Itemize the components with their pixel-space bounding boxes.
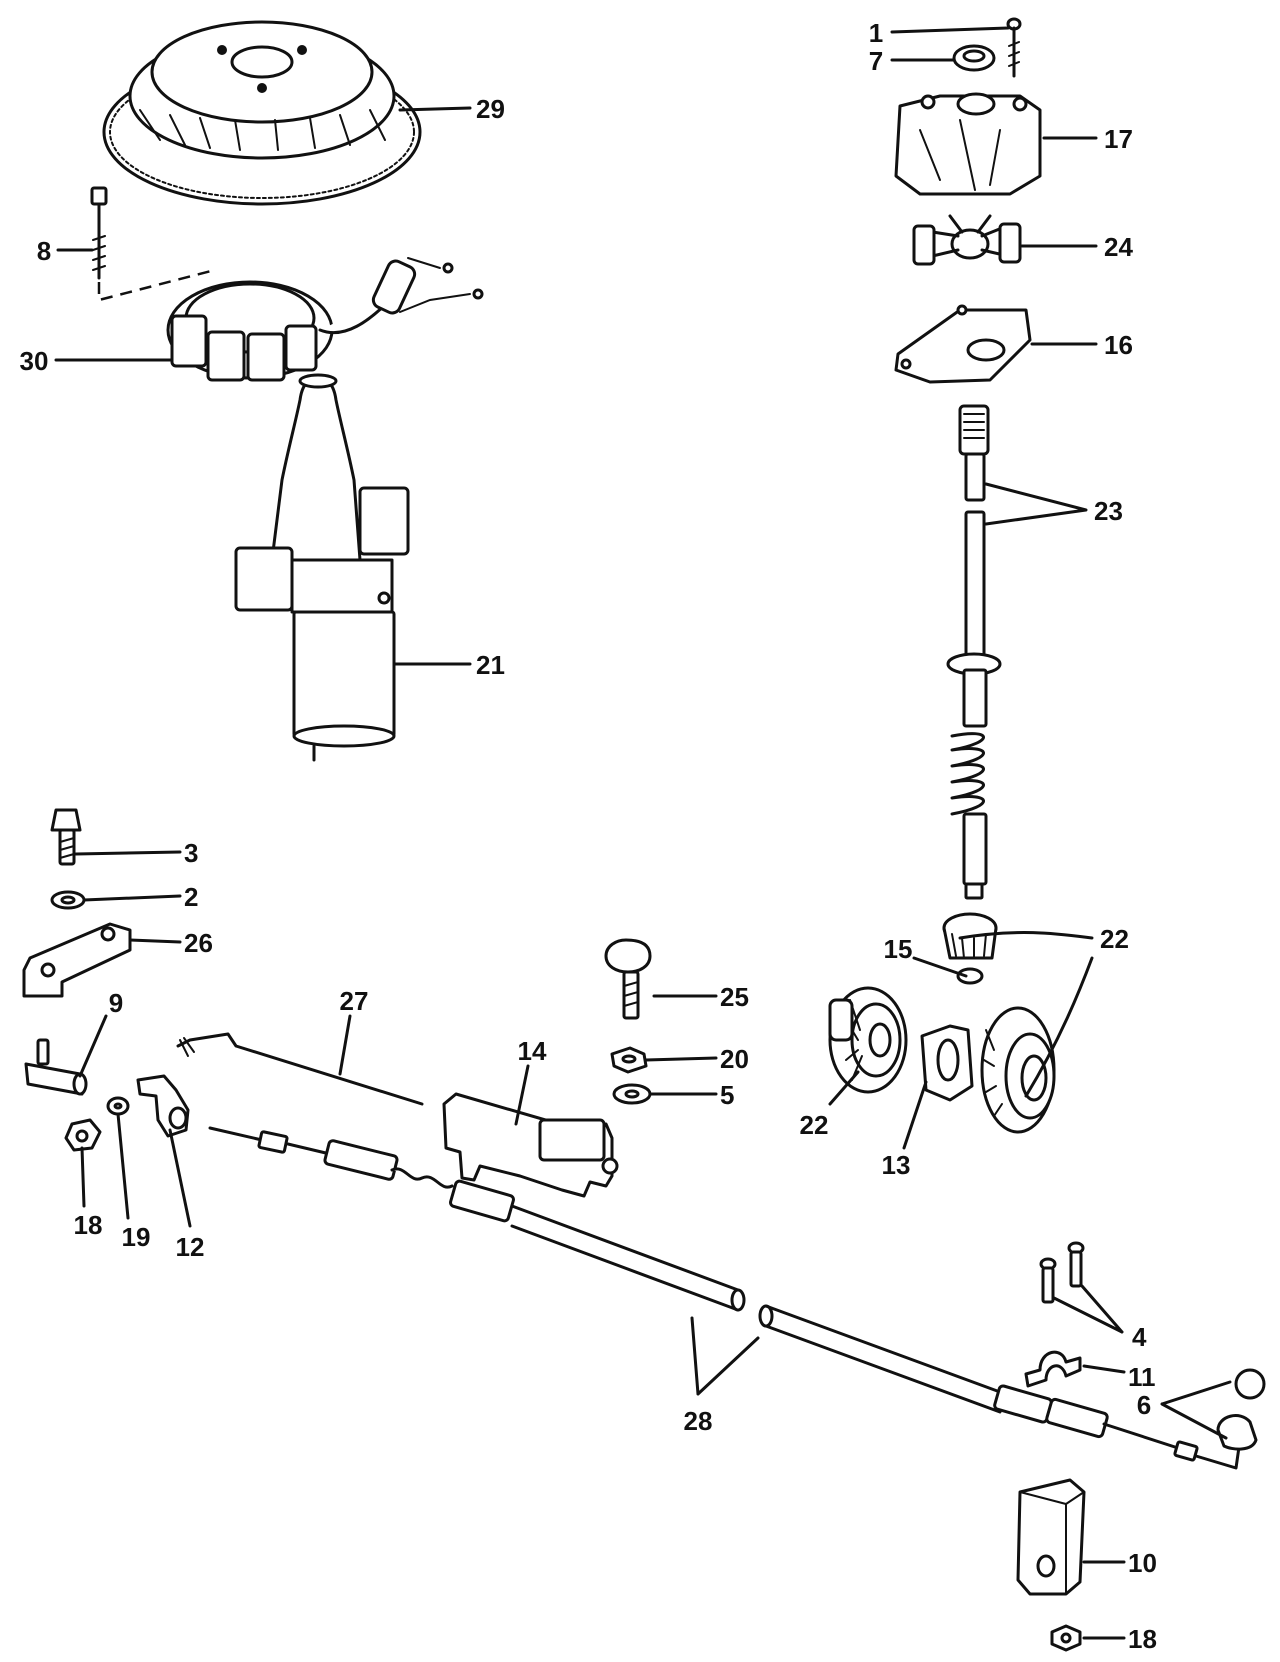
callout-5: 5 bbox=[720, 1080, 734, 1110]
screw-1-part bbox=[1006, 17, 1022, 78]
callout-3: 3 bbox=[184, 838, 198, 868]
impeller-part bbox=[912, 214, 1022, 266]
callout-12: 12 bbox=[176, 1232, 205, 1262]
washer-19-part bbox=[106, 1096, 130, 1116]
ball-end-6-part bbox=[1216, 1368, 1266, 1451]
leader-lines bbox=[54, 26, 1232, 1640]
callout-20: 20 bbox=[720, 1044, 749, 1074]
clamp-11-part bbox=[1024, 1350, 1082, 1388]
bracket-10-part bbox=[1016, 1478, 1086, 1596]
callout-18-left: 18 bbox=[74, 1210, 103, 1240]
callout-11: 11 bbox=[1128, 1362, 1156, 1392]
callout-22-bottom: 22 bbox=[800, 1110, 829, 1140]
callout-8: 8 bbox=[37, 236, 51, 266]
thumb-screw-25-part bbox=[604, 938, 652, 1020]
callout-30: 30 bbox=[20, 346, 49, 376]
pump-housing-part bbox=[894, 92, 1042, 196]
reverse-gear-part bbox=[980, 1006, 1056, 1134]
shift-cable-28-part bbox=[208, 1126, 1242, 1470]
callout-19: 19 bbox=[122, 1222, 151, 1252]
bracket-12-part bbox=[136, 1074, 190, 1138]
screw-4-part bbox=[1039, 1241, 1085, 1304]
callout-2: 2 bbox=[184, 882, 198, 912]
callout-14: 14 bbox=[518, 1036, 547, 1066]
arm-26-part bbox=[22, 922, 132, 998]
callout-13: 13 bbox=[882, 1150, 911, 1180]
driveshaft-part bbox=[946, 404, 1002, 900]
washer-2-part bbox=[50, 890, 86, 910]
callout-22-top: 22 bbox=[1100, 924, 1129, 954]
nut-18b-part bbox=[1050, 1624, 1082, 1652]
ball-joint-9-part bbox=[24, 1038, 88, 1096]
callout-29: 29 bbox=[476, 94, 505, 124]
callout-25: 25 bbox=[720, 982, 749, 1012]
callout-4: 4 bbox=[1132, 1322, 1147, 1352]
starter-motor-part bbox=[234, 373, 410, 762]
callout-6: 6 bbox=[1137, 1390, 1151, 1420]
callout-28: 28 bbox=[684, 1406, 713, 1436]
flywheel-part bbox=[102, 20, 422, 206]
callout-15: 15 bbox=[884, 934, 913, 964]
callout-7: 7 bbox=[869, 46, 883, 76]
callout-16: 16 bbox=[1104, 330, 1133, 360]
bolt-3-part bbox=[50, 808, 82, 866]
callout-26: 26 bbox=[184, 928, 213, 958]
callout-9: 9 bbox=[109, 988, 123, 1018]
callout-1: 1 bbox=[869, 18, 883, 48]
washer-5-part bbox=[612, 1083, 652, 1105]
seal-7-part bbox=[952, 44, 996, 72]
bolt-8-part bbox=[90, 186, 108, 280]
callout-10: 10 bbox=[1128, 1548, 1157, 1578]
callout-24: 24 bbox=[1104, 232, 1133, 262]
callout-18-bottom: 18 bbox=[1128, 1624, 1157, 1654]
rod-27-part bbox=[176, 1032, 424, 1106]
nut-20-part bbox=[610, 1046, 648, 1074]
callout-17: 17 bbox=[1104, 124, 1133, 154]
shift-lever-14-part bbox=[442, 1092, 619, 1198]
stator-part bbox=[166, 257, 484, 382]
washer-15-part bbox=[956, 967, 984, 985]
plate-part bbox=[894, 304, 1032, 384]
forward-gear-part bbox=[828, 986, 908, 1094]
callout-labels: 1 7 17 24 16 23 29 8 30 21 3 2 26 22 15 … bbox=[20, 18, 1157, 1654]
callout-21: 21 bbox=[476, 650, 505, 680]
nut-18-part bbox=[64, 1118, 102, 1152]
callout-27: 27 bbox=[340, 986, 369, 1016]
callout-23: 23 bbox=[1094, 496, 1123, 526]
clutch-dog-part bbox=[920, 1024, 974, 1102]
